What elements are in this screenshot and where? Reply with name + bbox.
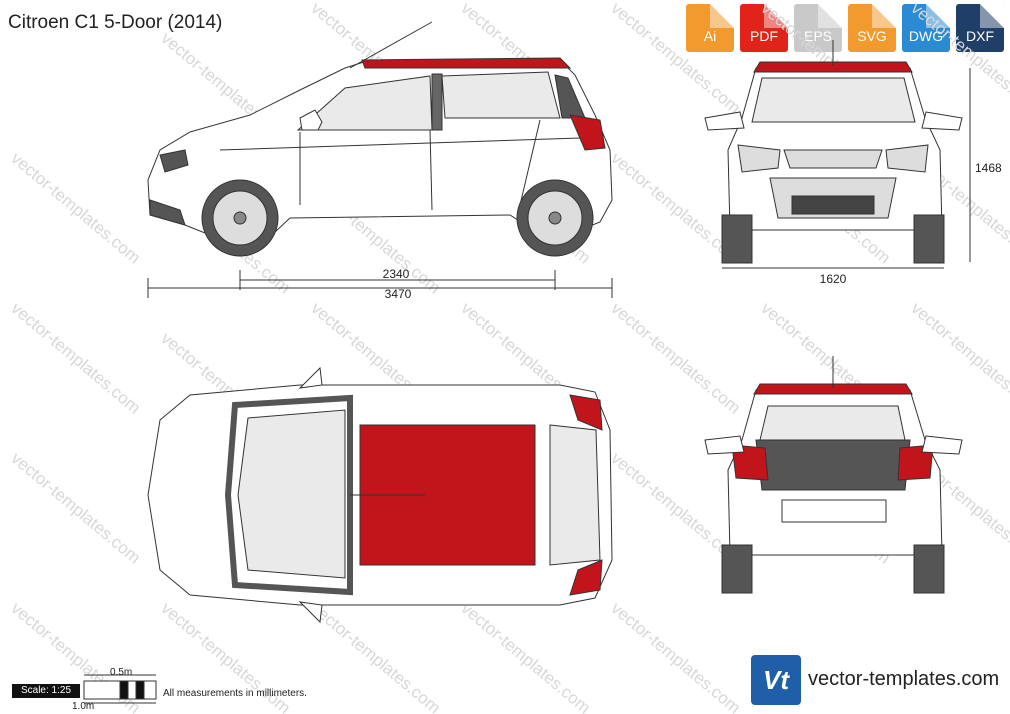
scale-segment bbox=[127, 680, 137, 700]
scale-segment bbox=[119, 680, 129, 700]
side-rear-hub bbox=[548, 211, 562, 225]
top-view bbox=[147, 366, 613, 624]
side-lower-trim bbox=[149, 199, 186, 226]
top-windshield bbox=[237, 409, 346, 579]
width-label: 1620 bbox=[820, 272, 847, 286]
scale-segment bbox=[143, 680, 157, 700]
watermark-text: vector-templates.com bbox=[307, 599, 444, 714]
rear-view bbox=[704, 356, 963, 594]
top-rear-window bbox=[549, 424, 601, 566]
length-label: 3470 bbox=[385, 287, 412, 301]
watermark-text: vector-templates.com bbox=[7, 299, 144, 418]
format-badges: Ai PDF EPS SVG DWG DXF bbox=[686, 4, 1004, 52]
top-mirror-left bbox=[298, 366, 323, 389]
front-windshield bbox=[751, 77, 916, 123]
watermark-text: vector-templates.com bbox=[907, 299, 1010, 418]
side-antenna bbox=[349, 21, 433, 69]
vector-templates-logo[interactable]: Vt bbox=[751, 655, 801, 705]
side-window-rear bbox=[441, 71, 561, 119]
watermark-text: vector-templates.com bbox=[607, 0, 744, 118]
height-label: 1468 bbox=[975, 161, 1002, 175]
front-headlight-left bbox=[737, 144, 781, 173]
ai-format-badge[interactable]: Ai bbox=[686, 4, 734, 52]
top-taillight-bottom bbox=[569, 559, 603, 596]
side-view bbox=[147, 21, 613, 257]
scale-half-label: 0.5m bbox=[110, 667, 133, 678]
rear-hatch bbox=[755, 439, 911, 491]
front-mirror-left bbox=[704, 111, 745, 131]
top-roof-frame bbox=[224, 394, 353, 596]
front-roof-red bbox=[753, 61, 913, 73]
front-view bbox=[704, 40, 963, 264]
top-mirror-right bbox=[298, 601, 323, 624]
front-wheel-right bbox=[913, 214, 945, 264]
side-character-line bbox=[219, 137, 581, 151]
scale-bar bbox=[83, 674, 157, 704]
watermark-text: vector-templates.com bbox=[457, 599, 594, 714]
rear-mirror-left bbox=[704, 435, 745, 455]
rear-plate-area bbox=[781, 499, 887, 523]
scale-label: Scale: 1:25 bbox=[12, 684, 80, 698]
measurement-note: All measurements in millimeters. bbox=[163, 688, 307, 699]
front-dimensions bbox=[722, 68, 971, 269]
side-taillight bbox=[569, 114, 606, 151]
watermark-text: vector-templates.com bbox=[7, 149, 144, 268]
vector-templates-link[interactable]: vector-templates.com bbox=[808, 668, 1000, 690]
front-wheel-left bbox=[721, 214, 753, 264]
svg-format-badge[interactable]: SVG bbox=[848, 4, 896, 52]
side-roof-red bbox=[361, 57, 572, 69]
dwg-format-badge[interactable]: DWG bbox=[902, 4, 950, 52]
side-dimensions bbox=[147, 270, 613, 298]
watermark-text: vector-templates.com bbox=[907, 0, 1010, 118]
scale-segment bbox=[83, 680, 121, 700]
rear-wheel-right bbox=[913, 544, 945, 594]
side-window-front bbox=[296, 75, 433, 131]
scale-full-label: 1.0m bbox=[72, 701, 95, 712]
watermark-text: vector-templates.com bbox=[607, 299, 744, 418]
rear-window bbox=[759, 405, 906, 441]
front-headlight-right bbox=[885, 144, 929, 173]
side-b-pillar bbox=[431, 73, 443, 131]
watermark-text: vector-templates.com bbox=[607, 599, 744, 714]
watermark-text: vector-templates.com bbox=[7, 449, 144, 568]
rear-mirror-right bbox=[921, 435, 963, 455]
rear-roof-red bbox=[753, 383, 913, 395]
wheelbase-label: 2340 bbox=[383, 267, 410, 281]
rear-taillight-right bbox=[897, 444, 934, 481]
page-title: Citroen C1 5-Door (2014) bbox=[8, 12, 223, 33]
dxf-format-badge[interactable]: DXF bbox=[956, 4, 1004, 52]
front-mirror-right bbox=[921, 111, 963, 131]
side-door-line bbox=[519, 119, 541, 206]
eps-format-badge[interactable]: EPS bbox=[794, 4, 842, 52]
side-mirror bbox=[299, 109, 323, 131]
scale-segment bbox=[135, 680, 145, 700]
front-plate-area bbox=[791, 195, 875, 215]
rear-wheel-left bbox=[721, 544, 753, 594]
rear-taillight-left bbox=[731, 444, 769, 481]
front-upper-grille bbox=[783, 149, 883, 169]
pdf-format-badge[interactable]: PDF bbox=[740, 4, 788, 52]
side-front-hub bbox=[233, 211, 247, 225]
side-headlight bbox=[159, 149, 189, 173]
top-taillight-top bbox=[569, 394, 603, 431]
